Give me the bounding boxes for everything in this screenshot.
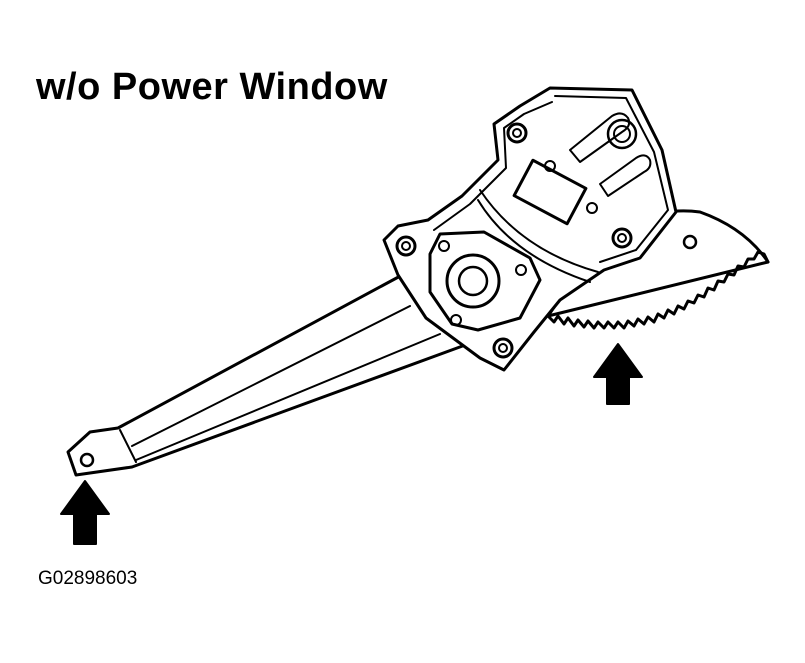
pivot-shaft bbox=[445, 253, 501, 309]
gear-hole bbox=[682, 234, 698, 250]
mounting-holes bbox=[395, 122, 633, 359]
arm-end-hole bbox=[79, 452, 95, 468]
plate-slot bbox=[512, 158, 588, 226]
figure-id: G02898603 bbox=[38, 568, 138, 589]
lift-arm bbox=[66, 272, 470, 477]
pivot-bracket bbox=[428, 230, 542, 332]
gear-arrow bbox=[593, 343, 643, 405]
diagram-title: w/o Power Window bbox=[36, 66, 388, 108]
arm-end-arrow bbox=[60, 480, 110, 545]
